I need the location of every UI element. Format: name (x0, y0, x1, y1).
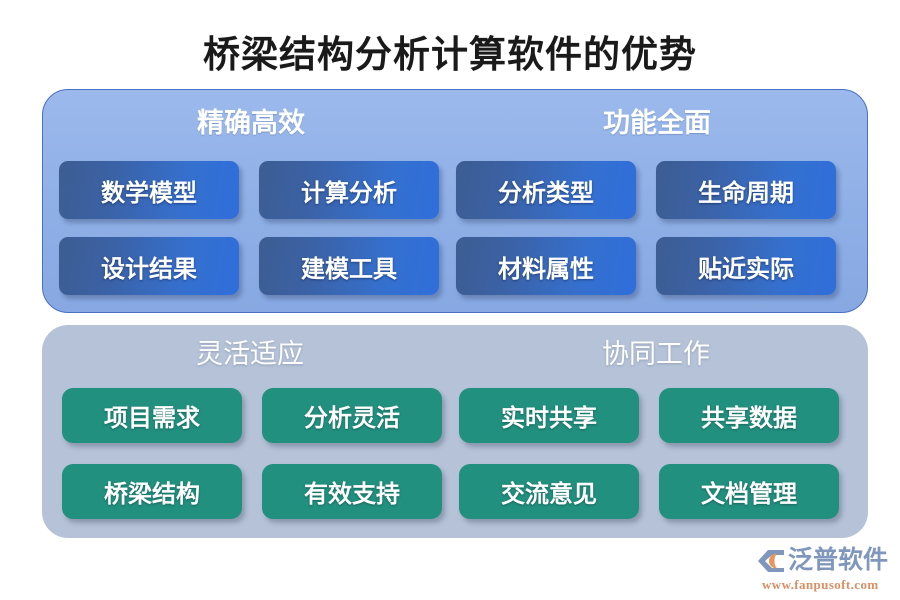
chip-design-result[interactable]: 设计结果 (59, 237, 239, 295)
chip-effective-support[interactable]: 有效支持 (262, 464, 442, 519)
chip-material-property[interactable]: 材料属性 (456, 237, 636, 295)
chip-life-cycle[interactable]: 生命周期 (656, 161, 836, 219)
chip-bridge-structure[interactable]: 桥梁结构 (62, 464, 242, 519)
chip-shared-data[interactable]: 共享数据 (659, 388, 839, 443)
column-header-features: 功能全面 (603, 108, 711, 138)
chip-document-management[interactable]: 文档管理 (659, 464, 839, 519)
chip-math-model[interactable]: 数学模型 (59, 161, 239, 219)
chip-close-to-reality[interactable]: 贴近实际 (656, 237, 836, 295)
column-header-flexibility: 灵活适应 (196, 339, 304, 369)
advantages-panel-gray: 灵活适应 协同工作 项目需求 分析灵活 桥梁结构 有效支持 实时共享 共享数据 … (42, 325, 868, 538)
chip-modeling-tool[interactable]: 建模工具 (259, 237, 439, 295)
logo-brand-name: 泛普软件 (788, 547, 889, 574)
chip-calculation-analysis[interactable]: 计算分析 (259, 161, 439, 219)
chip-project-requirement[interactable]: 项目需求 (62, 388, 242, 443)
advantages-panel-blue: 精确高效 功能全面 数学模型 计算分析 设计结果 建模工具 分析类型 生命周期 … (42, 89, 868, 313)
chip-realtime-sharing[interactable]: 实时共享 (459, 388, 639, 443)
chip-flexible-analysis[interactable]: 分析灵活 (262, 388, 442, 443)
chip-analysis-type[interactable]: 分析类型 (456, 161, 636, 219)
chip-exchange-opinions[interactable]: 交流意见 (459, 464, 639, 519)
page-title: 桥梁结构分析计算软件的优势 (203, 35, 697, 76)
column-header-collaboration: 协同工作 (602, 339, 710, 369)
fanpu-swoosh-logo-icon (756, 547, 786, 575)
brand-logo: 泛普软件 www.fanpusoft.com (756, 546, 894, 592)
column-header-accuracy: 精确高效 (197, 108, 305, 138)
logo-website-url: www.fanpusoft.com (762, 577, 879, 592)
